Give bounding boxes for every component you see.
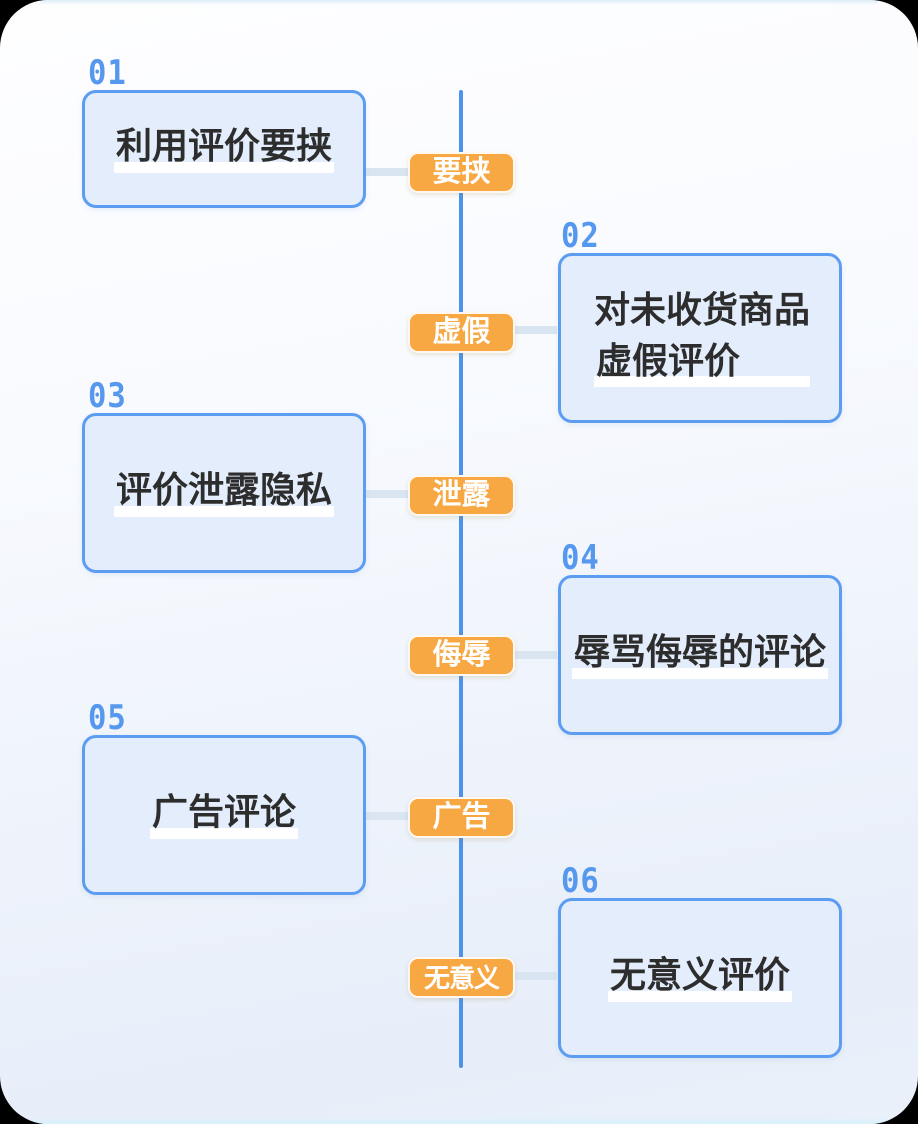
- item-number: 04: [561, 538, 600, 578]
- card-title: 辱骂侮辱的评论: [571, 631, 828, 679]
- card-title: 评价泄露隐私: [113, 469, 334, 517]
- card-title: 广告评论: [149, 791, 298, 839]
- connector-line: [365, 490, 409, 498]
- badge-label: 广告: [408, 797, 515, 838]
- connector-line: [365, 168, 409, 176]
- card-title: 利用评价要挟: [113, 125, 334, 173]
- connector-line: [513, 651, 557, 659]
- connector-line: [513, 972, 557, 980]
- topic-card: 辱骂侮辱的评论: [558, 575, 842, 735]
- topic-card: 广告评论: [82, 735, 366, 895]
- badge-label: 侮辱: [408, 635, 515, 676]
- item-number: 05: [88, 698, 127, 738]
- badge-label: 无意义: [408, 957, 515, 998]
- topic-card: 对未收货商品 虚假评价: [558, 253, 842, 423]
- topic-card: 评价泄露隐私: [82, 413, 366, 573]
- item-number: 02: [561, 216, 600, 256]
- item-number: 01: [88, 53, 127, 93]
- badge-label: 要挟: [408, 152, 515, 193]
- card-title-line1: 对未收货商品: [594, 289, 811, 331]
- card-title: 无意义评价: [607, 954, 792, 1002]
- connector-line: [365, 812, 409, 820]
- timeline-line: [459, 90, 463, 1068]
- badge-label: 虚假: [408, 312, 515, 353]
- topic-card: 利用评价要挟: [82, 90, 366, 208]
- card-title-line2: 虚假评价: [594, 339, 811, 387]
- topic-card: 无意义评价: [558, 898, 842, 1058]
- connector-line: [513, 326, 557, 334]
- item-number: 03: [88, 376, 127, 416]
- badge-label: 泄露: [408, 475, 515, 516]
- item-number: 06: [561, 861, 600, 901]
